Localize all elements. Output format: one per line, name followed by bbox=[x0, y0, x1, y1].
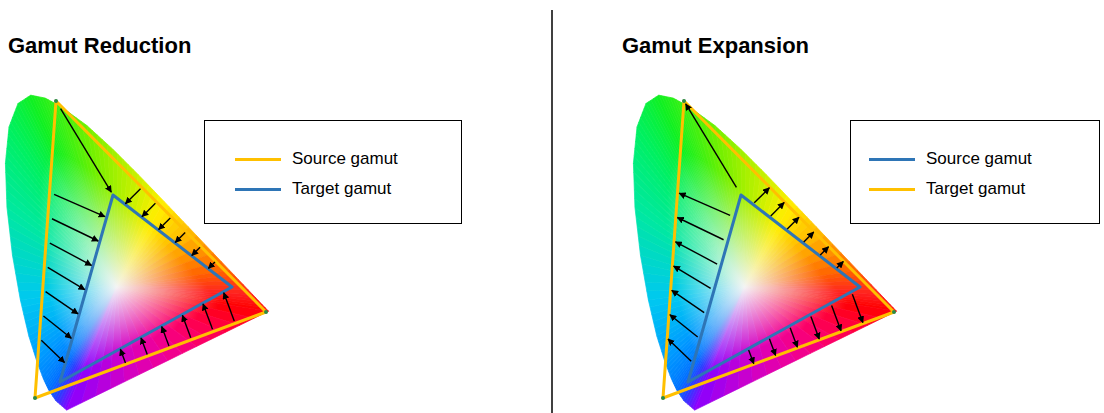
mapping-arrow bbox=[837, 262, 844, 269]
locus-fill bbox=[67, 287, 117, 410]
mapping-arrow bbox=[754, 188, 769, 203]
primary-dot bbox=[682, 99, 686, 103]
mapping-arrow bbox=[771, 203, 784, 216]
mapping-arrow bbox=[159, 218, 171, 230]
mapping-arrow bbox=[832, 305, 841, 330]
mapping-arrow bbox=[192, 247, 200, 255]
mapping-arrow bbox=[674, 266, 711, 288]
legend-label: Source gamut bbox=[926, 149, 1032, 169]
mapping-arrow bbox=[54, 194, 105, 216]
mapping-arrow bbox=[820, 247, 828, 255]
locus-fill bbox=[28, 95, 116, 287]
legend-box: Source gamutTarget gamut bbox=[850, 120, 1100, 224]
mapping-arrow bbox=[804, 232, 814, 242]
mapping-arrow bbox=[46, 292, 78, 314]
primary-dot bbox=[892, 310, 896, 314]
mapping-arrow bbox=[43, 316, 71, 338]
mapping-arrow bbox=[52, 219, 98, 241]
legend-entry: Source gamut bbox=[869, 147, 1099, 171]
mapping-arrow bbox=[61, 109, 112, 193]
mapping-arrow bbox=[125, 189, 140, 204]
mapping-arrow bbox=[48, 267, 85, 289]
mapping-arrow bbox=[670, 315, 698, 337]
panel-title: Gamut Expansion bbox=[622, 33, 809, 59]
mapping-arrow bbox=[790, 328, 797, 348]
legend-box: Source gamutTarget gamut bbox=[204, 120, 462, 224]
mapping-arrow bbox=[203, 304, 212, 329]
mapping-arrow bbox=[668, 339, 691, 361]
primary-dot bbox=[661, 396, 665, 400]
primary-dot bbox=[54, 99, 58, 103]
locus-fill bbox=[715, 125, 745, 287]
legend-label: Target gamut bbox=[926, 179, 1025, 199]
mapping-arrow bbox=[41, 340, 64, 362]
mapping-arrow bbox=[811, 317, 819, 339]
locus-fill bbox=[656, 95, 744, 287]
legend-line bbox=[869, 188, 915, 191]
legend-entry: Target gamut bbox=[235, 177, 461, 201]
mapping-arrow bbox=[175, 233, 185, 243]
mapping-arrow bbox=[208, 262, 215, 269]
legend-label: Source gamut bbox=[292, 149, 398, 169]
legend-line bbox=[235, 188, 281, 191]
mapping-arrow bbox=[141, 338, 147, 355]
legend-line bbox=[869, 158, 915, 161]
mapping-arrow bbox=[162, 327, 169, 347]
legend-entry: Source gamut bbox=[235, 147, 461, 171]
mapping-arrow bbox=[787, 217, 799, 229]
mapping-arrow bbox=[672, 290, 704, 312]
legend-label: Target gamut bbox=[292, 179, 391, 199]
mapping-arrow bbox=[749, 350, 754, 364]
legend-line bbox=[235, 158, 281, 161]
mapping-arrow bbox=[224, 293, 235, 321]
mapping-arrow bbox=[142, 203, 155, 216]
mapping-arrow bbox=[50, 243, 92, 265]
mapping-arrow bbox=[182, 315, 190, 337]
mapping-arrow bbox=[120, 349, 125, 363]
mapping-arrow bbox=[852, 294, 863, 322]
mapping-arrow bbox=[676, 242, 718, 264]
mapping-arrow bbox=[769, 339, 775, 356]
mapping-arrow bbox=[679, 193, 730, 215]
source-triangle bbox=[688, 195, 860, 382]
mapping-arrow bbox=[677, 218, 723, 240]
locus-fill bbox=[695, 287, 745, 410]
panel-title: Gamut Reduction bbox=[8, 33, 191, 59]
locus-fill bbox=[87, 125, 117, 287]
primary-dot bbox=[33, 396, 37, 400]
mapping-arrow bbox=[686, 104, 737, 188]
primary-dot bbox=[264, 310, 268, 314]
panel-divider bbox=[551, 10, 553, 413]
legend-entry: Target gamut bbox=[869, 177, 1099, 201]
